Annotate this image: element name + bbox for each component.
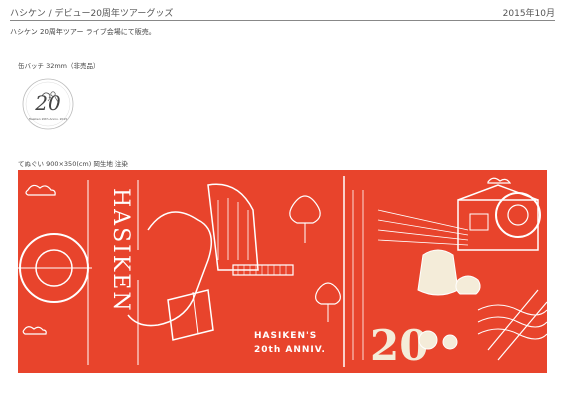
towel-disc-center <box>507 204 529 226</box>
towel-keys <box>237 265 287 275</box>
badge-circle <box>22 78 74 130</box>
towel-background <box>18 170 547 373</box>
towel-dot-2 <box>442 334 458 350</box>
towel-tree-2 <box>315 282 341 305</box>
towel-cloud-1 <box>25 184 56 196</box>
towel-window <box>469 213 489 231</box>
towel-keyboard <box>232 264 294 276</box>
badge-ring-text: Hasiken 20th Anniv. 2015 <box>29 117 68 121</box>
page-date: 2015年10月 <box>502 9 555 19</box>
badge-label: 缶バッチ 32mm（非売品） <box>18 62 100 70</box>
towel-right-bars <box>352 190 364 360</box>
towel-diagonal <box>487 289 547 361</box>
badge-figure-arms <box>47 96 59 103</box>
towel-cloud-3 <box>487 177 512 184</box>
badge-figure-face <box>50 91 56 97</box>
badge-number: 20 <box>34 91 61 115</box>
towel-dot-1 <box>418 330 438 350</box>
towel-vertical-title: HASIKEN <box>108 188 133 313</box>
towel-harp <box>207 183 259 271</box>
badge-figure-head <box>41 92 51 99</box>
towel-big-number: 20 <box>370 321 428 370</box>
towel-book-spine <box>192 291 199 335</box>
badge-image: 20 Hasiken 20th Anniv. 2015 <box>22 78 74 130</box>
page-header: ハシケン / デビュー20周年ツアーグッズ 2015年10月 <box>10 6 555 21</box>
towel-figure-body <box>127 211 213 327</box>
towel-waves <box>477 304 547 340</box>
towel-cream-blob-1 <box>417 249 459 296</box>
badge-inner-ring <box>25 81 71 127</box>
towel-rays <box>377 209 469 246</box>
towel-harp-strings <box>217 198 249 260</box>
towel-disc <box>495 192 541 238</box>
towel-book <box>167 289 214 341</box>
towel-label: てぬぐい 900×350(cm) 岡生地 注染 <box>18 160 128 168</box>
towel-cream-blob-2 <box>455 275 481 295</box>
towel-caption-line2: 20th ANNIV. <box>254 345 326 355</box>
towel-caption-line1: HASIKEN'S <box>254 331 317 341</box>
page-title: ハシケン / デビュー20周年ツアーグッズ <box>10 9 174 19</box>
towel-svg: HASIKEN HASIKEN'S 20th ANNIV. <box>18 170 547 373</box>
towel-cloud-2 <box>22 326 47 335</box>
towel-tree-trunks <box>304 223 329 322</box>
towel-image: HASIKEN HASIKEN'S 20th ANNIV. <box>18 170 547 373</box>
badge-svg: 20 Hasiken 20th Anniv. 2015 <box>22 78 74 130</box>
intro-text: ハシケン 20周年ツアー ライブ会場にて販売。 <box>10 28 156 36</box>
towel-tree-1 <box>289 195 321 224</box>
